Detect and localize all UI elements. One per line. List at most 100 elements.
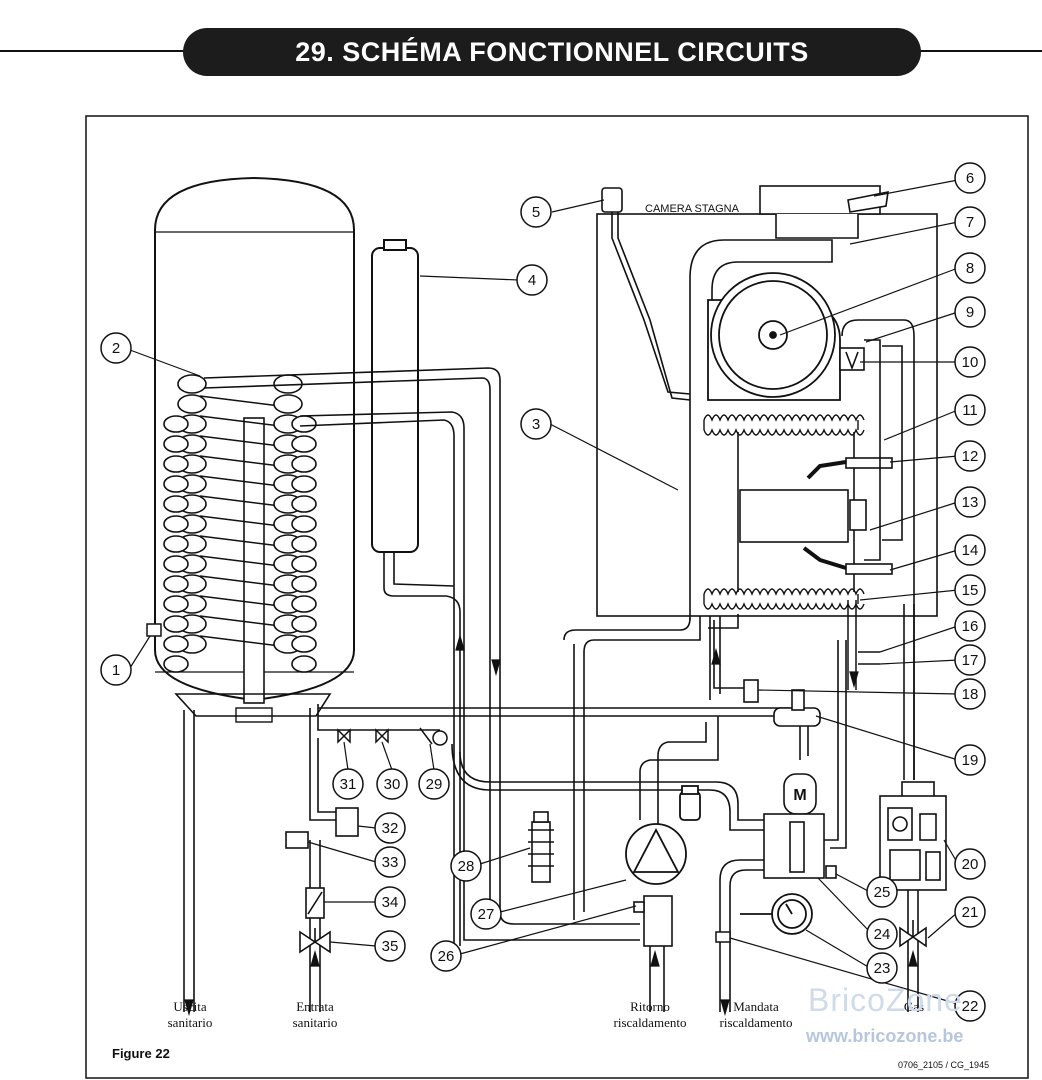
figure-label: Figure 22	[112, 1046, 170, 1061]
callout-34: 34	[374, 886, 406, 918]
caption-gas: Gas	[904, 999, 924, 1014]
callout-number: 20	[962, 856, 979, 873]
coil-loop	[163, 555, 189, 573]
coil-loop	[163, 415, 189, 433]
callout-number: 29	[426, 776, 443, 793]
coil-loop	[291, 455, 317, 473]
callout-number: 2	[112, 340, 120, 357]
coil-loop	[163, 495, 189, 513]
caption-entrata-1: Entrata	[296, 999, 334, 1014]
tank-coil-left	[163, 374, 281, 673]
callout-number: 13	[962, 494, 979, 511]
callout-number: 24	[874, 926, 891, 943]
heat-exchanger-bottom	[703, 588, 865, 610]
check-valve-29	[419, 727, 448, 746]
gas-cock	[899, 920, 927, 948]
limit-thermostat	[839, 319, 915, 780]
callout-number: 33	[382, 854, 399, 871]
filter-34	[305, 887, 325, 919]
coil-loop	[177, 394, 207, 414]
air-vent-top	[601, 187, 691, 401]
circulation-pump	[625, 785, 701, 885]
coil-loop	[163, 515, 189, 533]
callout-number: 21	[962, 904, 979, 921]
caption-ritorno-1: Ritorno	[630, 999, 670, 1014]
callout-number: 30	[384, 776, 401, 793]
callout-number: 31	[340, 776, 357, 793]
caption-ritorno-2: riscaldamento	[614, 1015, 687, 1030]
caption-mandata-1: Mandata	[733, 999, 779, 1014]
coil-loop	[291, 515, 317, 533]
pressure-gauge	[740, 893, 813, 935]
gas-valve	[879, 781, 947, 891]
callout-27: 27	[470, 898, 502, 930]
callout-14: 14	[954, 534, 986, 566]
callout-23: 23	[866, 952, 898, 984]
water-pressure-switch	[773, 689, 821, 727]
callout-number: 8	[966, 260, 974, 277]
callout-number: 18	[962, 686, 979, 703]
flow-arrows	[184, 633, 918, 1017]
coil-loop	[163, 535, 189, 553]
document-code: 0706_2105 / CG_1945	[898, 1060, 990, 1070]
motor-label: M	[793, 787, 806, 804]
pipe-network	[183, 367, 919, 1012]
callout-number: 34	[382, 894, 399, 911]
diagram-frame	[85, 115, 1029, 1079]
header-rule-left	[0, 50, 186, 52]
coil-loop	[163, 635, 189, 653]
coil-loop	[273, 394, 303, 414]
coil-loop	[291, 415, 317, 433]
coil-loop	[291, 615, 317, 633]
callout-32: 32	[374, 812, 406, 844]
caption-uscita-1: Uscita	[173, 999, 206, 1014]
callout-number: 16	[962, 618, 979, 635]
header-pill: 29. SCHÉMA FONCTIONNEL CIRCUITS	[183, 28, 921, 76]
callout-1: 1	[100, 654, 132, 686]
section-header: 29. SCHÉMA FONCTIONNEL CIRCUITS	[0, 28, 1042, 78]
ntc-sensor	[713, 620, 759, 703]
callout-12: 12	[954, 440, 986, 472]
probe-25	[825, 865, 837, 879]
coil-loop	[163, 655, 189, 673]
sealed-chamber-label: CAMERA STAGNA	[645, 203, 740, 215]
callout-13: 13	[954, 486, 986, 518]
callout-number: 1	[112, 662, 120, 679]
callout-number: 4	[528, 272, 536, 289]
callout-21: 21	[954, 896, 986, 928]
callout-number: 35	[382, 938, 399, 955]
callout-2: 2	[100, 332, 132, 364]
callout-number: 23	[874, 960, 891, 977]
pipe-captions: Uscita sanitario Entrata sanitario Ritor…	[168, 999, 924, 1030]
flue-outlet	[759, 185, 889, 239]
callout-17: 17	[954, 644, 986, 676]
callout-28: 28	[450, 850, 482, 882]
caption-entrata-2: sanitario	[293, 1015, 338, 1030]
safety-valve	[528, 811, 554, 883]
callout-30: 30	[376, 768, 408, 800]
callout-31: 31	[332, 768, 364, 800]
flue-duct	[689, 239, 833, 620]
sensor-33	[285, 831, 309, 849]
valve-35	[299, 928, 331, 954]
callout-number: 9	[966, 304, 974, 321]
callout-number: 15	[962, 582, 979, 599]
expansion-vessel	[371, 239, 419, 553]
fan-unit	[707, 272, 841, 401]
coil-loop	[163, 435, 189, 453]
coil-loop	[163, 455, 189, 473]
callout-33: 33	[374, 846, 406, 878]
callout-19: 19	[954, 744, 986, 776]
callout-number: 26	[438, 948, 455, 965]
coil-loop	[291, 555, 317, 573]
pressure-switch-26	[633, 895, 673, 947]
tank-coil-right	[273, 374, 317, 673]
coil-loop	[291, 595, 317, 613]
callout-6: 6	[954, 162, 986, 194]
callout-number: 27	[478, 906, 495, 923]
coil-loop	[177, 374, 207, 394]
callout-leaders	[129, 179, 959, 1005]
callout-11: 11	[954, 394, 986, 426]
coil-loop	[291, 535, 317, 553]
